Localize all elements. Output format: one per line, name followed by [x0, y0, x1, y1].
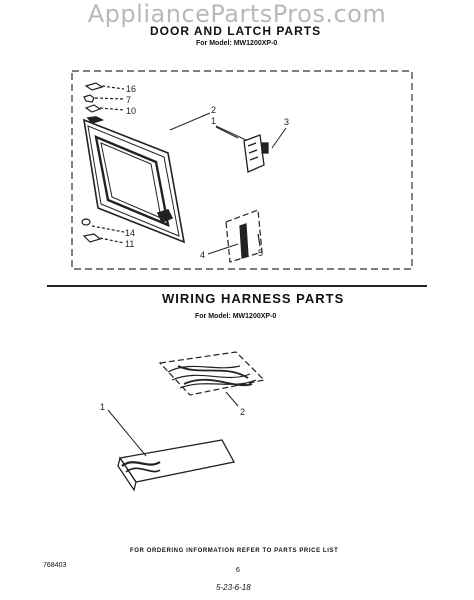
page-number: 6: [236, 567, 240, 574]
section-title-door-latch: DOOR AND LATCH PARTS: [150, 24, 322, 38]
callout-harness-1: 1: [100, 402, 105, 412]
hardware-14-11: [81, 218, 125, 244]
callout-4: 4: [200, 250, 205, 260]
door-latch-frame: [71, 70, 413, 270]
latch-assembly: [243, 134, 269, 173]
section-model-door-latch: For Model: MW1200XP-0: [196, 40, 278, 47]
callout-harness-2: 2: [240, 407, 245, 417]
watermark: AppliancePartsPros.com: [87, 0, 387, 28]
callout-5: 5: [258, 248, 263, 258]
hinge-parts: [83, 82, 125, 113]
callout-7: 7: [126, 95, 131, 105]
wiring-connector-box: [117, 439, 235, 492]
callout-14: 14: [125, 228, 135, 238]
section-divider: [47, 285, 427, 287]
section-model-wiring-harness: For Model: MW1200XP-0: [195, 313, 277, 320]
wiring-harness-assembly: [158, 351, 266, 396]
callout-2: 2: [211, 105, 216, 115]
page-code: 768403: [43, 562, 67, 569]
section-title-wiring-harness: WIRING HARNESS PARTS: [162, 291, 345, 306]
callout-1: 1: [211, 116, 216, 126]
interlock-bracket: [225, 209, 263, 263]
callout-10: 10: [126, 106, 136, 116]
ordering-note: FOR ORDERING INFORMATION REFER TO PARTS …: [130, 548, 339, 554]
callout-16: 16: [126, 84, 136, 94]
callout-3: 3: [284, 117, 289, 127]
callout-11: 11: [125, 239, 134, 249]
door-assembly: [82, 116, 186, 244]
handwritten-note: 5-23-6-18: [216, 583, 251, 592]
